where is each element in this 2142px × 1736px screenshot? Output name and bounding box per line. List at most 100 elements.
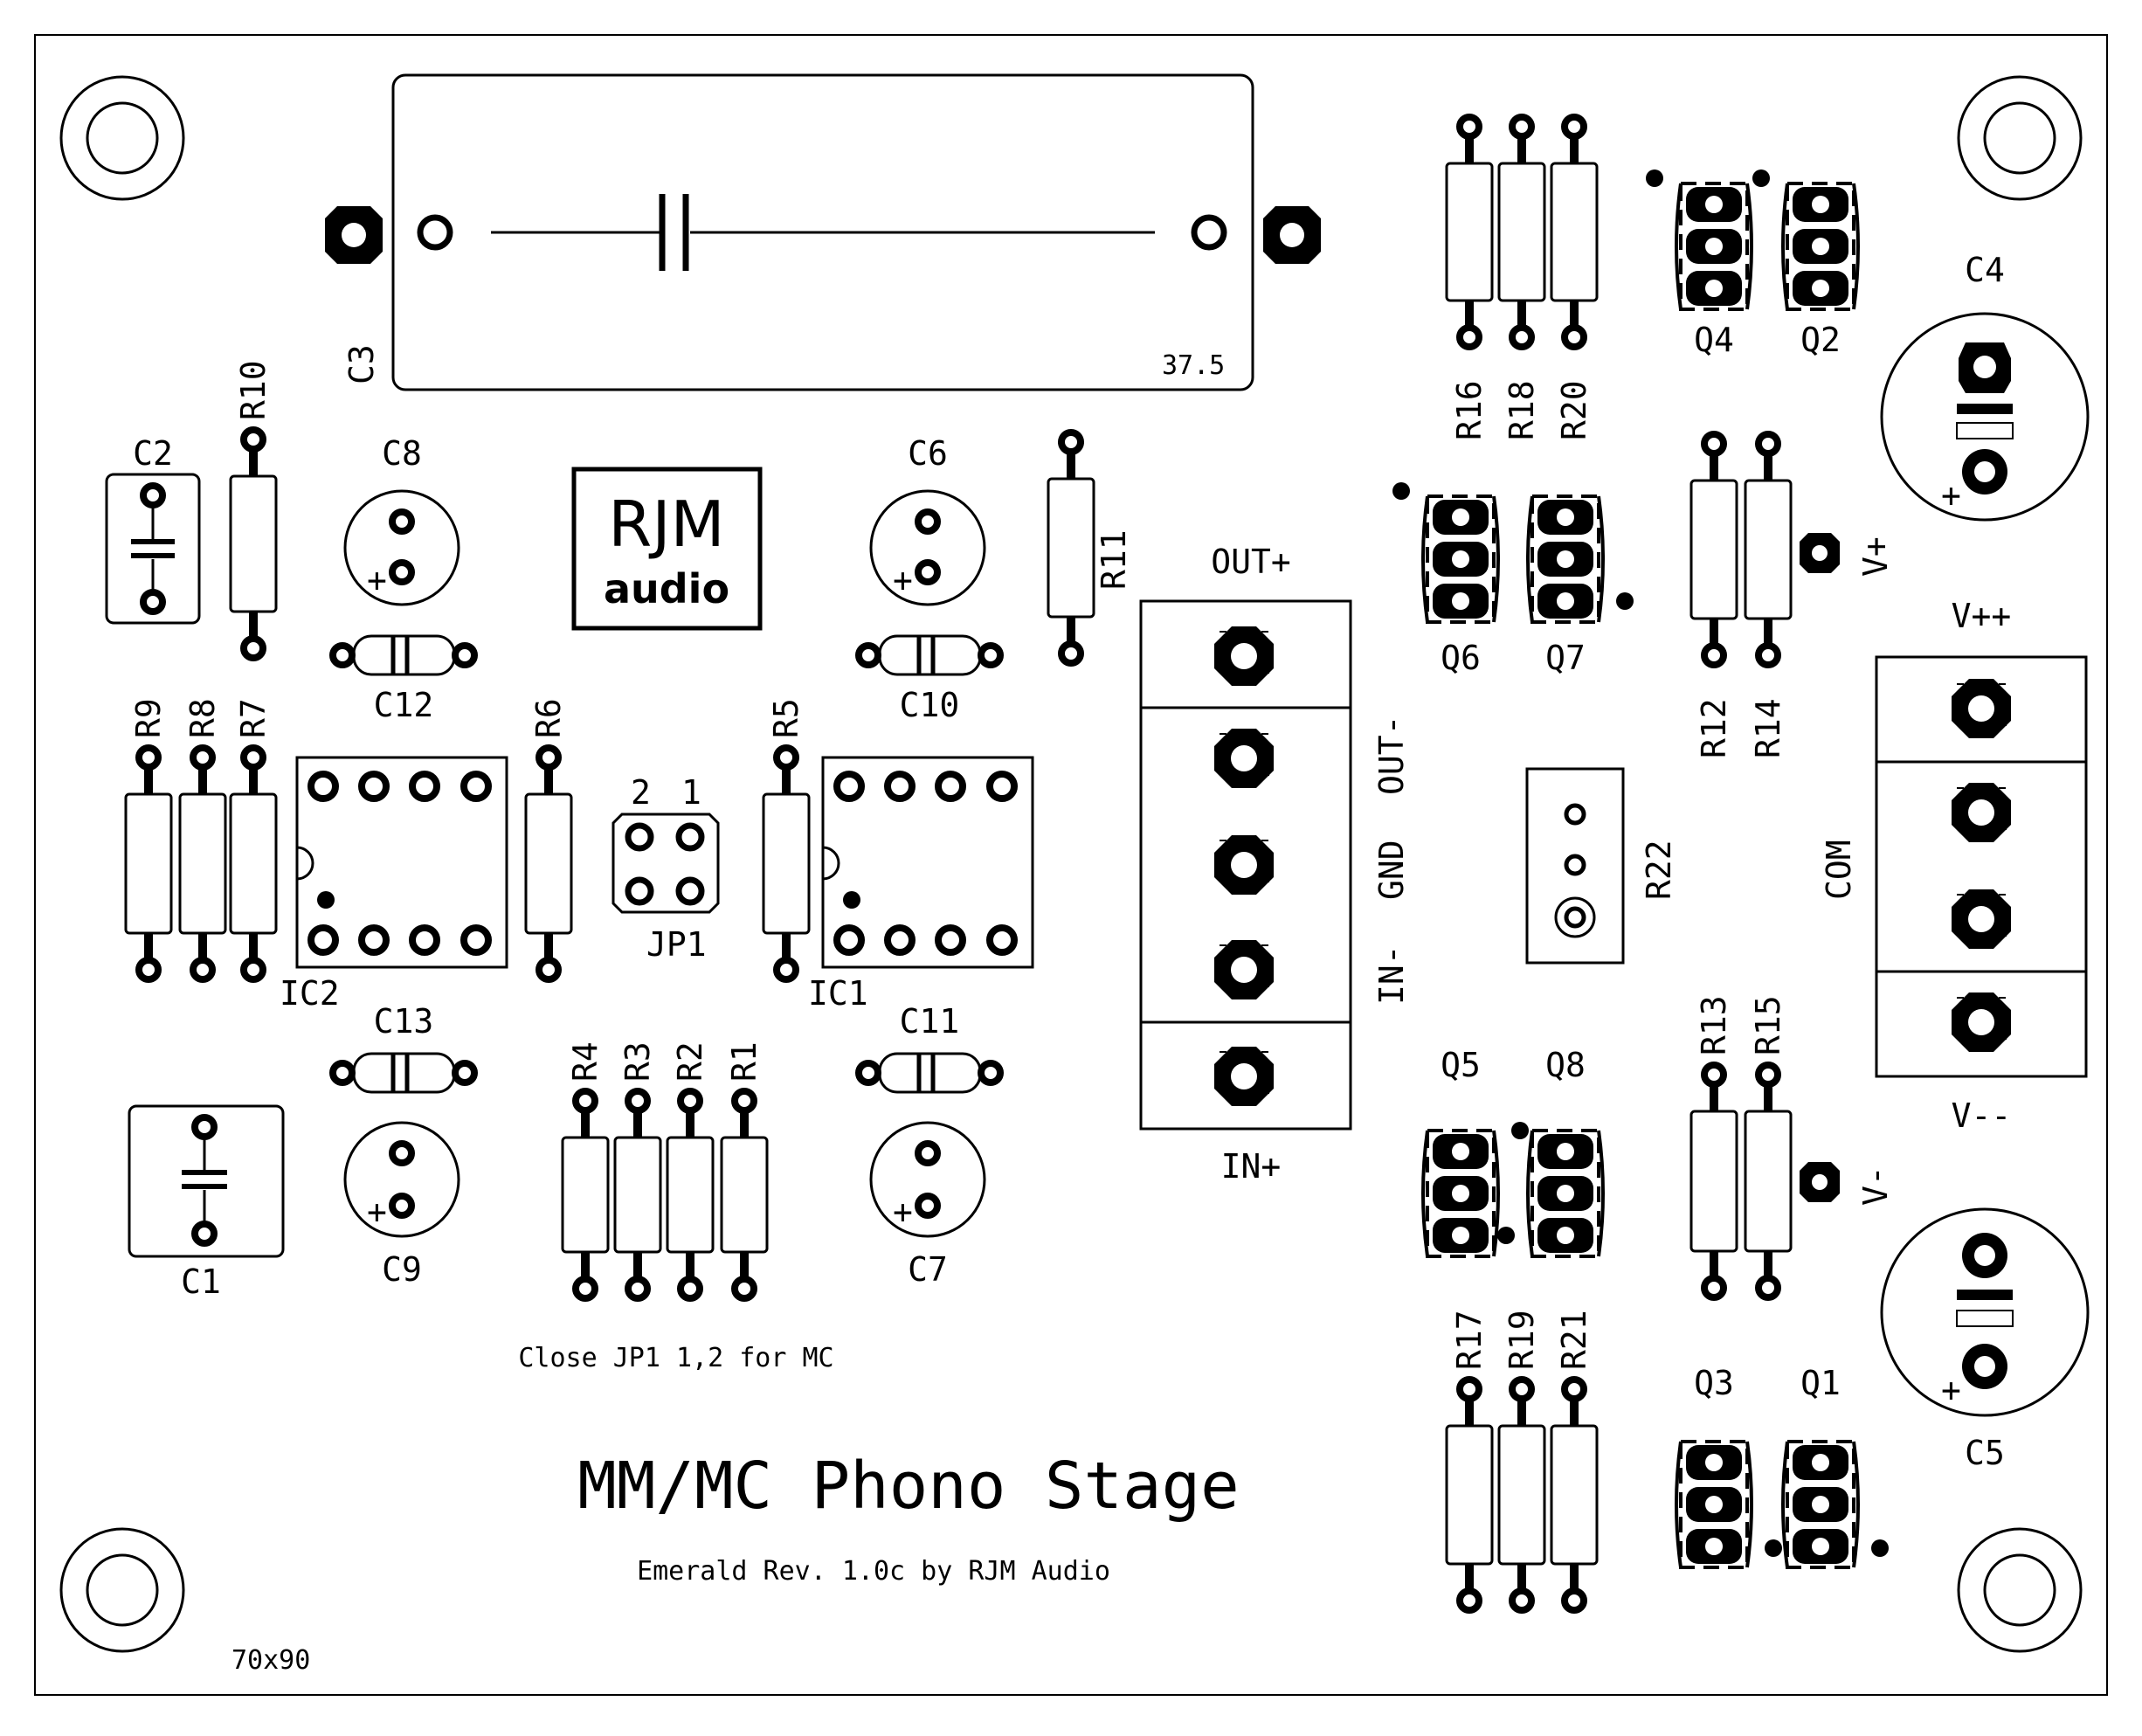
plus-mark: + (1941, 1371, 1961, 1409)
resistor-r2: R2 (666, 1041, 715, 1302)
label-r6: R6 (529, 698, 568, 738)
mounting-hole-br (1957, 1527, 2083, 1653)
capacitor-c6: + C6 (869, 434, 986, 606)
capacitor-c8: + C8 (343, 434, 460, 606)
resistor-r5: R5 (762, 698, 811, 983)
resistor-r15: R15 (1744, 995, 1793, 1301)
label-q6: Q6 (1441, 639, 1481, 677)
transistor-q1 (1781, 1440, 1889, 1569)
board-subtitle: Emerald Rev. 1.0c by RJM Audio (637, 1556, 1110, 1587)
plus-mark: + (1941, 476, 1961, 515)
transistor-q8 (1497, 1129, 1605, 1258)
transistor-q7 (1526, 495, 1634, 624)
label-q5: Q5 (1441, 1046, 1481, 1084)
board-title: MM/MC Phono Stage (577, 1449, 1239, 1524)
label-r8: R8 (183, 698, 222, 738)
testpoint-v-plus: V+ (1800, 533, 1895, 577)
logo-text-rjm: RJM (608, 488, 724, 561)
label-v-minus: V- (1856, 1165, 1895, 1206)
label-c13: C13 (374, 1002, 434, 1041)
label-c3: C3 (342, 344, 381, 384)
resistor-r18: R18 (1497, 114, 1546, 440)
label-r17: R17 (1450, 1310, 1489, 1370)
label-c10: C10 (900, 686, 960, 724)
transistor-q4 (1646, 169, 1753, 311)
resistor-r7: R7 (229, 698, 278, 983)
transistors (1392, 169, 1889, 1569)
label-q8: Q8 (1545, 1046, 1586, 1084)
testpoint-v-minus: V- (1800, 1162, 1895, 1206)
label-r11: R11 (1095, 529, 1133, 590)
board-outline (34, 34, 2108, 1696)
label-c6: C6 (908, 434, 948, 473)
resistor-r20: R20 (1550, 114, 1599, 440)
transistor-q6 (1392, 482, 1500, 624)
resistor-r1: R1 (720, 1041, 769, 1302)
resistor-r17: R17 (1445, 1310, 1494, 1614)
label-r22: R22 (1640, 840, 1678, 900)
label-q1: Q1 (1800, 1364, 1841, 1402)
resistor-r4: R4 (561, 1041, 610, 1302)
terminal-block-power: V++ V-- COM (1820, 597, 2088, 1135)
label-r5: R5 (767, 698, 805, 738)
jumper-jp1: 2 1 JP1 (612, 773, 720, 964)
label-in-minus: IN- (1372, 944, 1411, 1005)
plus-mark: + (367, 1193, 387, 1231)
capacitor-c5: + C5 (1880, 1207, 2090, 1472)
label-r18: R18 (1503, 380, 1541, 440)
jumper-note: Close JP1 1,2 for MC (518, 1343, 833, 1373)
capacitor-c10: C10 (859, 634, 1000, 724)
label-q3: Q3 (1694, 1364, 1734, 1402)
resistor-r13: R13 (1689, 995, 1738, 1301)
label-c4: C4 (1965, 251, 2005, 289)
mounting-hole-tr (1957, 75, 2083, 201)
label-r16: R16 (1450, 380, 1489, 440)
capacitor-c2: C2 (105, 434, 201, 625)
label-ic2: IC2 (280, 974, 340, 1013)
resistor-r6: R6 (524, 698, 573, 983)
label-r19: R19 (1503, 1310, 1541, 1370)
resistor-r11: R11 (1047, 429, 1133, 667)
label-q7: Q7 (1545, 639, 1586, 677)
label-r2: R2 (671, 1041, 709, 1082)
transistor-q3 (1675, 1440, 1782, 1569)
capacitor-c7: + C7 (869, 1121, 986, 1289)
capacitor-c13: C13 (333, 1002, 474, 1094)
mounting-hole-tl (59, 75, 185, 201)
label-out-minus: OUT- (1372, 715, 1411, 795)
plus-mark: + (893, 1193, 913, 1231)
capacitor-c9: + C9 (343, 1121, 460, 1289)
resistor-r9: R9 (124, 698, 173, 983)
jp1-pin2-label: 2 (631, 773, 651, 812)
label-c8: C8 (382, 434, 422, 473)
jp1-pin1-label: 1 (681, 773, 701, 812)
resistor-r21: R21 (1550, 1310, 1599, 1614)
label-r4: R4 (566, 1041, 605, 1082)
label-q4: Q4 (1694, 321, 1734, 359)
label-r9: R9 (129, 698, 168, 738)
resistor-r14: R14 (1744, 431, 1793, 758)
label-gnd: GND (1372, 840, 1411, 900)
capacitor-c1: C1 (128, 1104, 285, 1301)
capacitor-c3: 37.5 C3 (325, 73, 1321, 391)
resistor-r3: R3 (613, 1041, 662, 1302)
label-r14: R14 (1749, 698, 1787, 758)
label-ic1: IC1 (808, 974, 868, 1013)
label-out-plus: OUT+ (1211, 543, 1291, 581)
label-v-plus: V+ (1856, 536, 1895, 577)
capacitor-c12: C12 (333, 634, 474, 724)
mounting-hole-bl (59, 1527, 185, 1653)
transistor-q5 (1421, 1122, 1529, 1258)
label-c12: C12 (374, 686, 434, 724)
label-v-minus-minus: V-- (1952, 1096, 2012, 1135)
resistor-r10: R10 (229, 360, 278, 661)
capacitor-c4: + C4 (1880, 251, 2090, 522)
label-r7: R7 (234, 698, 273, 738)
resistor-r8: R8 (178, 698, 227, 983)
c3-value: 37.5 (1162, 350, 1225, 381)
label-c5: C5 (1965, 1434, 2005, 1472)
label-c1: C1 (181, 1262, 221, 1301)
label-r15: R15 (1749, 995, 1787, 1055)
